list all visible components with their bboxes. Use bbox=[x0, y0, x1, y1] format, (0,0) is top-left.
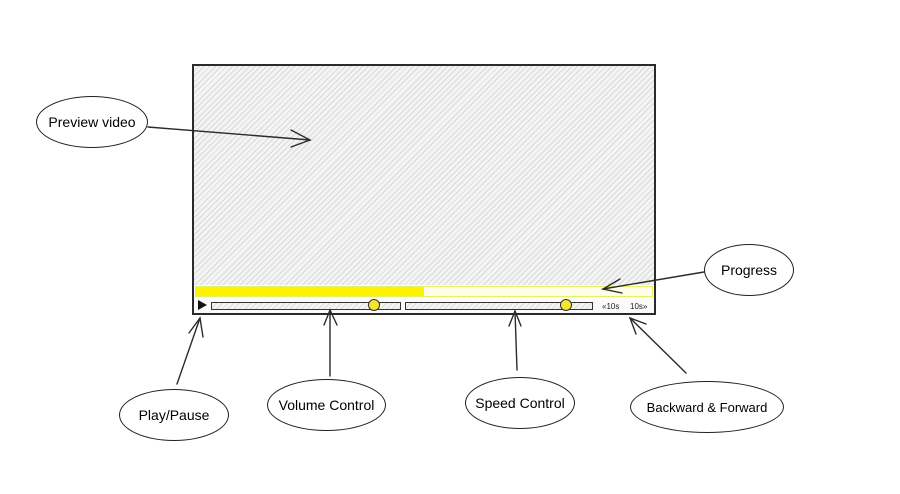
callout-play-pause: Play/Pause bbox=[119, 389, 229, 441]
arrow-backward-forward bbox=[629, 317, 687, 374]
progress-bar[interactable] bbox=[195, 286, 653, 297]
progress-fill bbox=[196, 287, 424, 296]
volume-slider[interactable] bbox=[211, 299, 401, 311]
callout-speed-control: Speed Control bbox=[465, 377, 575, 429]
arrow-speed bbox=[514, 310, 518, 371]
arrowhead-volume bbox=[323, 308, 338, 326]
arrowhead-speed bbox=[508, 309, 522, 327]
callout-preview-video: Preview video bbox=[36, 96, 148, 148]
backward-10s-button[interactable]: «10s bbox=[602, 302, 620, 311]
arrow-play-pause bbox=[176, 317, 201, 385]
arrowhead-progress bbox=[601, 278, 623, 294]
callout-progress: Progress bbox=[704, 244, 794, 296]
video-player-frame: «10s 10s» bbox=[192, 64, 656, 315]
speed-slider[interactable] bbox=[405, 299, 593, 311]
arrowhead-backward-forward bbox=[628, 316, 647, 335]
arrow-preview bbox=[147, 126, 311, 141]
video-preview-area[interactable] bbox=[194, 66, 654, 285]
play-icon[interactable] bbox=[198, 300, 207, 310]
arrow-progress bbox=[602, 271, 705, 290]
arrowhead-preview bbox=[290, 129, 312, 148]
volume-knob[interactable] bbox=[367, 299, 380, 311]
forward-10s-button[interactable]: 10s» bbox=[630, 302, 648, 311]
speed-knob[interactable] bbox=[559, 299, 572, 311]
arrowhead-play-pause bbox=[188, 316, 204, 338]
callout-backward-forward: Backward & Forward bbox=[630, 381, 784, 433]
callout-volume-control: Volume Control bbox=[267, 379, 386, 431]
